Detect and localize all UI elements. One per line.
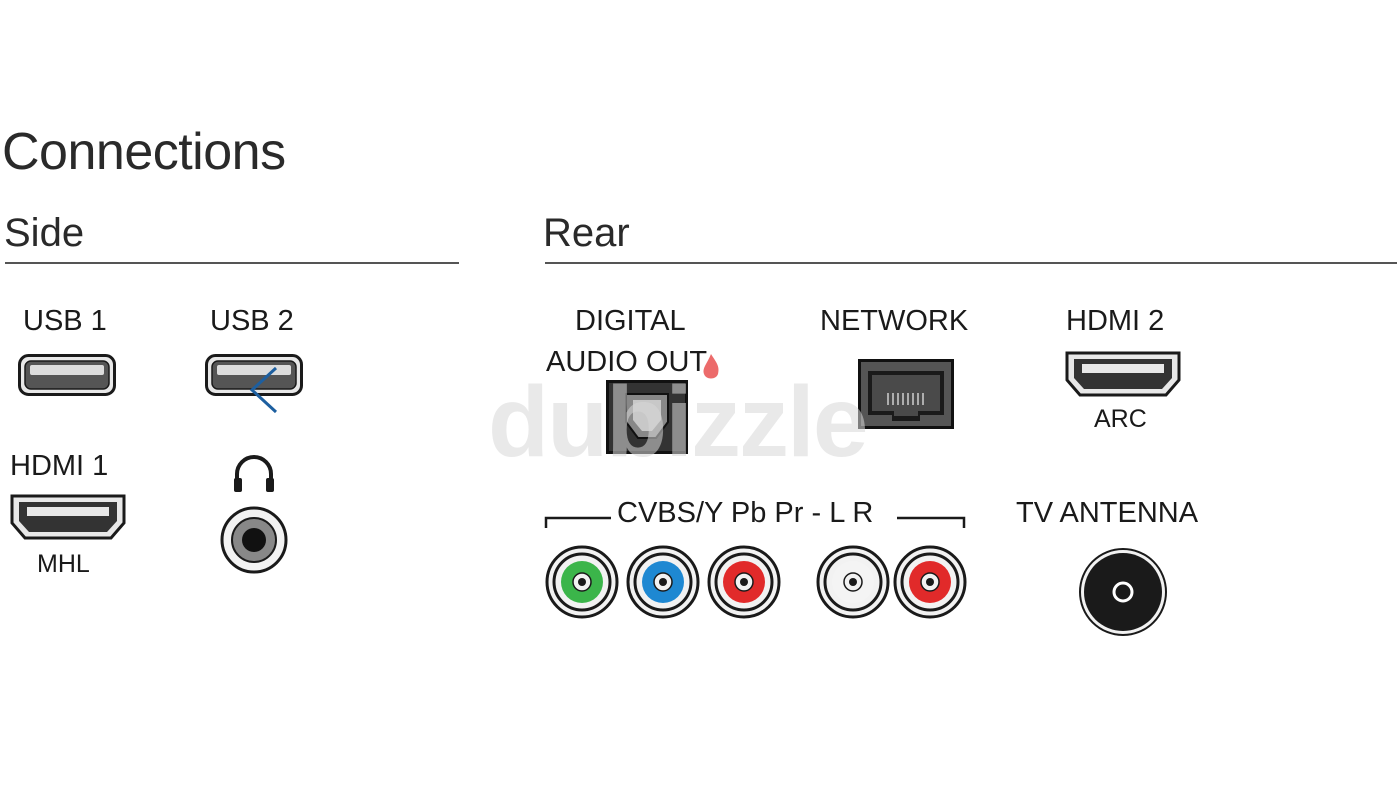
digital-audio-out-label-line2: AUDIO OUT	[546, 346, 708, 378]
hdmi2-port-icon	[1065, 351, 1181, 397]
usb2-label: USB 2	[210, 305, 294, 337]
section-rear-heading: Rear	[543, 211, 630, 255]
antenna-port-icon	[1079, 548, 1167, 636]
side-divider	[5, 262, 459, 264]
rear-divider	[545, 262, 1397, 264]
flame-icon	[703, 354, 719, 379]
chevron-left-icon[interactable]	[246, 366, 282, 414]
optical-port-icon	[606, 380, 688, 454]
usb1-port-icon	[18, 354, 116, 396]
cvbs-label: CVBS/Y Pb Pr - L R	[617, 497, 874, 529]
digital-audio-out-label-line1: DIGITAL	[575, 305, 686, 337]
rca-jack-white	[816, 545, 890, 619]
tv-antenna-label: TV ANTENNA	[1016, 497, 1199, 529]
page-title: Connections	[2, 123, 286, 181]
rca-jack-green	[545, 545, 619, 619]
network-label: NETWORK	[820, 305, 969, 337]
rca-jack-red-right	[893, 545, 967, 619]
hdmi2-label: HDMI 2	[1066, 305, 1165, 337]
usb1-label: USB 1	[23, 305, 107, 337]
watermark-logo: dubizzle	[488, 366, 868, 478]
hdmi1-label: HDMI 1	[10, 450, 109, 482]
hdmi1-mhl-label: MHL	[37, 550, 90, 578]
cvbs-bracket	[544, 516, 966, 528]
hdmi2-arc-label: ARC	[1094, 405, 1147, 433]
ethernet-port-icon	[858, 359, 954, 429]
rca-jack-blue	[626, 545, 700, 619]
rca-jack-row	[545, 545, 967, 619]
headphone-jack-icon	[220, 506, 288, 574]
section-side-heading: Side	[4, 211, 85, 255]
headphones-icon	[234, 455, 274, 492]
rca-jack-red-pr	[707, 545, 781, 619]
hdmi1-port-icon	[10, 494, 126, 540]
